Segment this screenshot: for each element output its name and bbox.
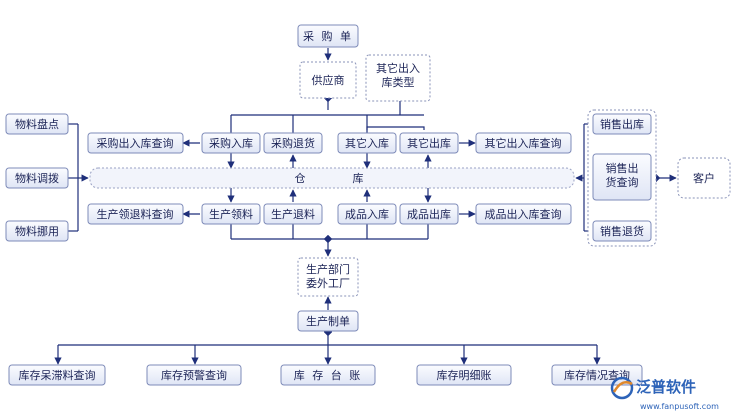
node-material-transfer-label: 物料调拨 [15,171,59,185]
node-finished-out-label: 成品出库 [407,207,451,221]
node-stock-detail-label: 库存明细账 [437,368,492,382]
node-customer: 客户 [677,157,731,199]
node-purchase-query-label: 采购出入库查询 [97,136,174,150]
node-other-out-type: 其它出入库类型 [365,54,431,102]
node-sales-query-label: 销售出货查询 [606,161,639,189]
node-prod-return-query: 生产领退料查询 [87,203,184,225]
node-other-query: 其它出入库查询 [475,132,572,154]
node-warehouse-label-left: 仓 [295,171,306,185]
node-stock-ledger-label: 库 存 台 账 [294,368,363,382]
node-other-out-label: 其它出库 [407,136,451,150]
node-material-borrow-label: 物料挪用 [15,224,59,238]
node-customer-label: 客户 [693,171,715,185]
node-stock-status-label: 库存情况查询 [564,368,630,382]
node-prod-order-label: 生产制单 [306,314,350,328]
node-prod-pick: 生产领料 [201,203,261,225]
node-purchase-return-label: 采购退货 [271,136,315,150]
node-other-in: 其它入库 [337,132,397,154]
brand-url: www.fanpusoft.com [640,402,719,411]
node-purchase-query: 采购出入库查询 [87,132,184,154]
node-finished-query-label: 成品出入库查询 [485,207,562,221]
node-sales-return-label: 销售退货 [600,224,644,238]
node-material-count-label: 物料盘点 [15,117,59,131]
node-finished-in: 成品入库 [337,203,397,225]
node-stock-idle-label: 库存呆滞料查询 [19,368,96,382]
node-stock-ledger: 库 存 台 账 [280,364,376,386]
node-purchase-in-label: 采购入库 [209,136,253,150]
node-purchase-order: 采 购 单 [297,24,359,48]
node-sales-return: 销售退货 [592,220,652,242]
node-other-query-label: 其它出入库查询 [485,136,562,150]
node-prod-pick-label: 生产领料 [209,207,253,221]
brand-watermark: 泛普软件 www.fanpusoft.com [610,376,719,411]
node-other-in-label: 其它入库 [345,136,389,150]
node-material-transfer: 物料调拨 [5,167,69,189]
node-supplier-label: 供应商 [312,73,345,87]
node-other-out: 其它出库 [399,132,459,154]
node-prod-return-label: 生产退料 [271,207,315,221]
node-sales-out-label: 销售出库 [600,117,644,131]
node-stock-detail: 库存明细账 [416,364,512,386]
node-other-out-type-label: 其它出入库类型 [376,61,420,89]
node-stock-idle: 库存呆滞料查询 [8,364,106,386]
node-material-borrow: 物料挪用 [5,220,69,242]
node-purchase-order-label: 采 购 单 [303,29,353,43]
node-purchase-in: 采购入库 [201,132,261,154]
node-material-count: 物料盘点 [5,113,69,135]
node-prod-dept-label: 生产部门委外工厂 [306,262,350,290]
node-finished-out: 成品出库 [399,203,459,225]
node-prod-return: 生产退料 [263,203,323,225]
node-warehouse: 仓 库 [89,167,575,189]
node-purchase-return: 采购退货 [263,132,323,154]
brand-logo-icon [610,376,634,400]
node-finished-in-label: 成品入库 [345,208,389,221]
node-prod-order: 生产制单 [297,310,359,332]
node-stock-status: 库存情况查询 [551,364,643,386]
node-sales-query: 销售出货查询 [592,153,652,201]
node-stock-warn: 库存预警查询 [146,364,242,386]
node-stock-warn-label: 库存预警查询 [161,368,227,382]
brand-name: 泛普软件 [636,378,696,396]
node-supplier: 供应商 [299,61,357,99]
node-prod-return-query-label: 生产领退料查询 [97,207,174,221]
node-warehouse-label-right: 库 [353,172,364,185]
node-prod-dept: 生产部门委外工厂 [297,257,359,297]
node-sales-out: 销售出库 [592,113,652,135]
node-finished-query: 成品出入库查询 [475,203,572,225]
